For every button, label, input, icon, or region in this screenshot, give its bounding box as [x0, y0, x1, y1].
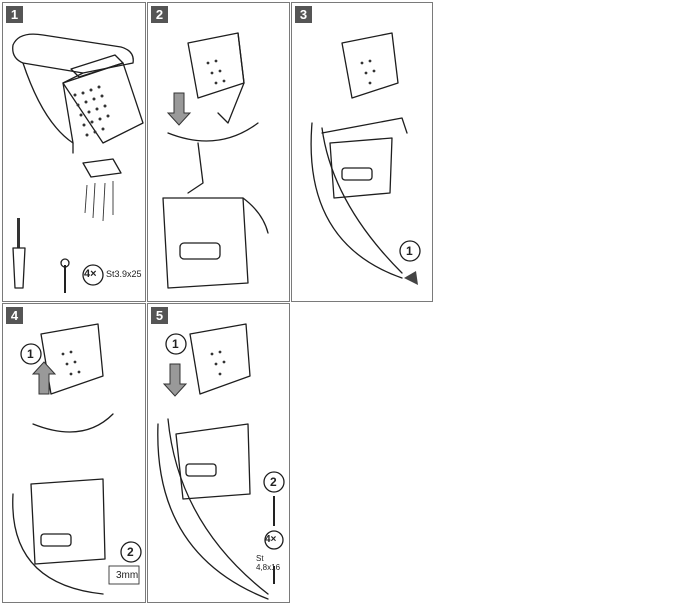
screw-spec-label: St 4,8x16	[256, 554, 281, 572]
armrest-lift-illustration	[162, 32, 269, 289]
callout-2: 2	[270, 475, 277, 489]
step-number-badge: 3	[295, 6, 312, 23]
step-3-panel: 3 1	[291, 2, 433, 302]
armrest-lower-and-screw-illustration	[157, 323, 285, 600]
step-2-panel: 2	[147, 2, 290, 302]
callout-1: 1	[172, 337, 179, 351]
screw-count-label: 4×	[84, 268, 97, 280]
step-number-badge: 1	[6, 6, 23, 23]
step-4-panel: 4 1 2 3mm	[2, 303, 146, 603]
callout-1: 1	[406, 244, 413, 258]
step-number-badge: 4	[6, 307, 23, 324]
cover-install-illustration	[310, 32, 421, 285]
step-1-panel: 1 4× St3.9x25	[2, 2, 146, 302]
callout-2: 2	[127, 545, 134, 559]
step-5-panel: 5 1 2 4× St 4,8x16	[147, 303, 290, 603]
gap-label: 3mm	[116, 570, 139, 581]
callout-1: 1	[27, 347, 34, 361]
screw-count-label: 4×	[265, 534, 277, 545]
screw-spec-label: St3.9x25	[106, 269, 142, 279]
step-number-badge: 2	[151, 6, 168, 23]
armrest-lift-and-gap-illustration	[12, 323, 142, 595]
armrest-with-mount-illustration	[12, 33, 144, 293]
step-number-badge: 5	[151, 307, 168, 324]
